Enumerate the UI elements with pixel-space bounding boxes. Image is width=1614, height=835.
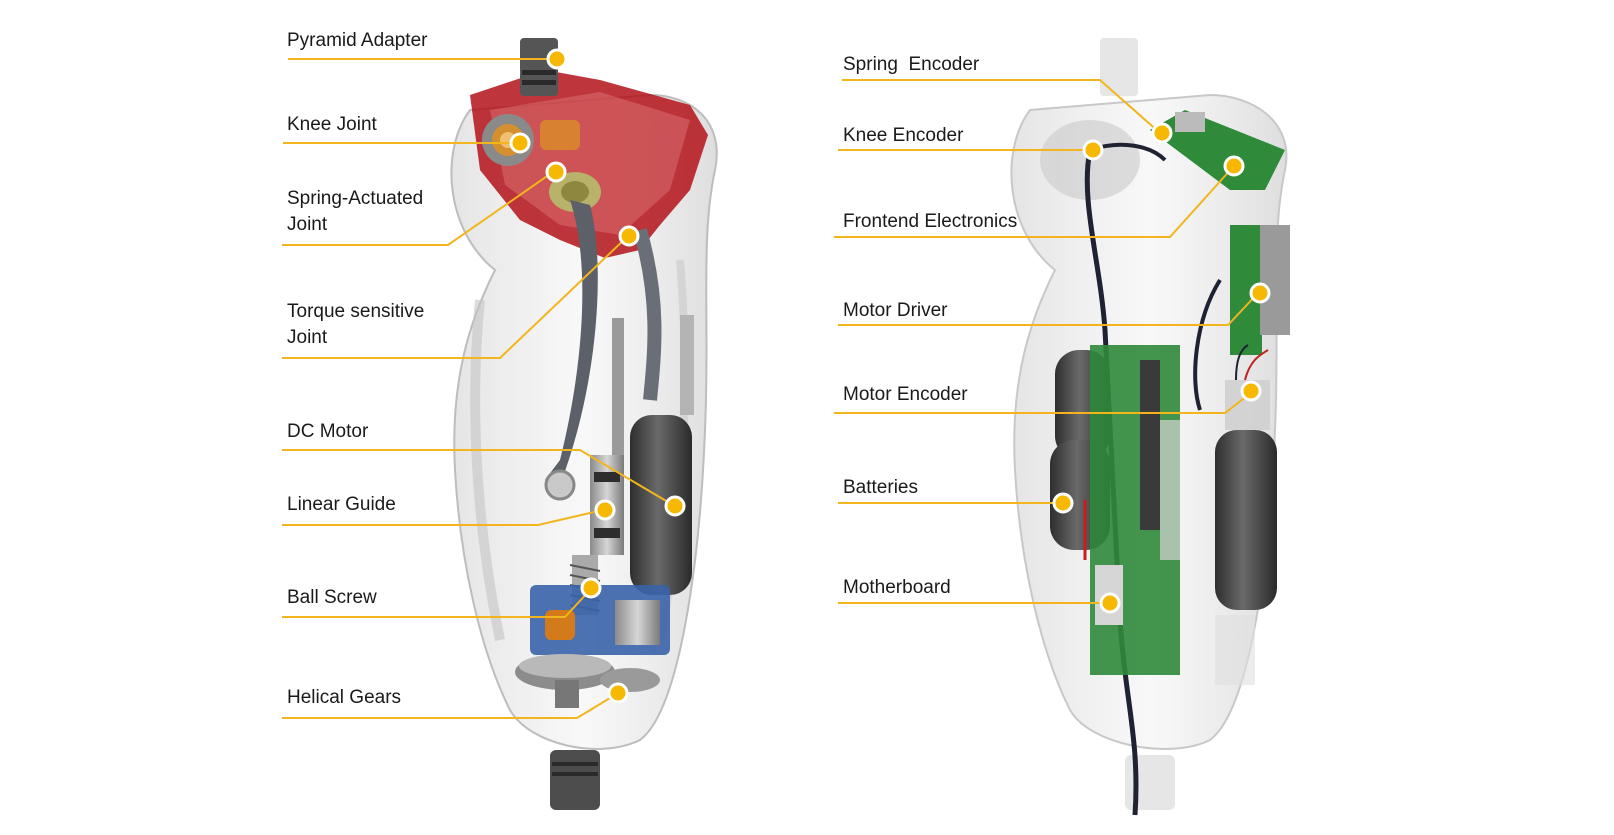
marker-frontend-electronics: [1223, 155, 1245, 177]
label-spring-actuated-joint-line2: Joint: [287, 214, 328, 235]
marker-motor-encoder: [1240, 380, 1262, 402]
label-ball-screw: Ball Screw: [287, 587, 377, 608]
marker-spring-encoder: [1151, 122, 1173, 144]
marker-helical-gears: [607, 682, 629, 704]
label-frontend-electronics: Frontend Electronics: [843, 211, 1018, 232]
marker-spring-actuated-joint: [545, 161, 567, 183]
left-markers: [509, 48, 686, 704]
dc-motor: [630, 415, 692, 595]
right-leader-lines: [834, 79, 1259, 604]
marker-dc-motor: [664, 495, 686, 517]
left-prosthesis: [450, 38, 718, 810]
label-motor-encoder: Motor Encoder: [843, 384, 968, 405]
right-prosthesis: [1010, 38, 1290, 816]
marker-torque-sensitive-joint: [618, 225, 640, 247]
marker-ball-screw: [580, 577, 602, 599]
marker-linear-guide: [594, 499, 616, 521]
knee-frame: [470, 70, 708, 258]
label-dc-motor: DC Motor: [287, 421, 369, 442]
right-markers: [1052, 122, 1271, 614]
label-motherboard: Motherboard: [843, 577, 951, 598]
label-pyramid-adapter: Pyramid Adapter: [287, 30, 428, 51]
label-motor-driver: Motor Driver: [843, 300, 948, 321]
label-spring-encoder: Spring Encoder: [843, 54, 980, 75]
left-leader-lines: [282, 58, 674, 719]
label-batteries: Batteries: [843, 477, 918, 498]
marker-batteries: [1052, 492, 1074, 514]
marker-pyramid-adapter: [546, 48, 568, 70]
link-strut: [545, 200, 598, 485]
marker-knee-encoder: [1082, 139, 1104, 161]
marker-motherboard: [1099, 592, 1121, 614]
label-helical-gears: Helical Gears: [287, 687, 402, 708]
label-torque-sensitive-joint-line2: Joint: [287, 327, 328, 348]
label-knee-joint: Knee Joint: [287, 114, 377, 135]
label-knee-encoder: Knee Encoder: [843, 125, 964, 146]
label-torque-sensitive-joint-line1: Torque sensitive: [287, 301, 425, 322]
marker-motor-driver: [1249, 282, 1271, 304]
label-spring-actuated-joint-line1: Spring-Actuated: [287, 188, 424, 209]
right-dc-motor: [1215, 430, 1277, 610]
label-linear-guide: Linear Guide: [287, 494, 396, 515]
marker-knee-joint: [509, 132, 531, 154]
pyramid-adapter-bottom: [550, 750, 600, 810]
